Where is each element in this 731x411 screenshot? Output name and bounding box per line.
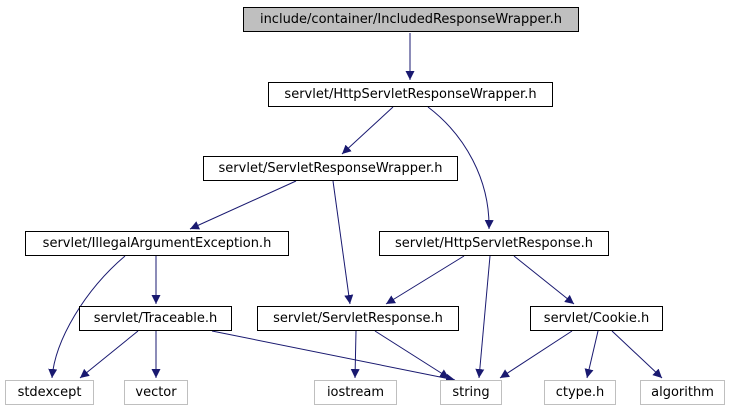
node-algorithm: algorithm <box>640 380 725 405</box>
edge-httpservletresponse-to-servletresponse <box>385 255 465 305</box>
edge-cookie-to-ctype <box>584 330 599 379</box>
node-iostream: iostream <box>314 380 397 405</box>
node-included-response-wrapper: include/container/IncludedResponseWrappe… <box>243 7 579 32</box>
edge-httpservletresponse-to-cookie <box>513 255 575 305</box>
node-http-servlet-response[interactable]: servlet/HttpServletResponse.h <box>379 231 609 256</box>
node-http-servlet-response-wrapper[interactable]: servlet/HttpServletResponseWrapper.h <box>268 82 553 107</box>
node-string: string <box>440 380 502 405</box>
node-traceable[interactable]: servlet/Traceable.h <box>79 306 232 331</box>
edge-cookie-to-algorithm <box>611 330 663 379</box>
node-ctype: ctype.h <box>544 380 616 405</box>
node-cookie[interactable]: servlet/Cookie.h <box>530 306 663 331</box>
edge-servletresponse-to-string <box>374 330 450 379</box>
edge-servletresponsewrapper-to-servletresponse <box>332 180 354 305</box>
edge-httpservletresponsewrapper-to-httpservletresponse <box>427 106 494 230</box>
edge-httpservletresponsewrapper-to-servletresponsewrapper <box>341 106 394 155</box>
edge-cookie-to-string <box>499 330 573 379</box>
node-vector: vector <box>124 380 188 405</box>
node-servlet-response[interactable]: servlet/ServletResponse.h <box>257 306 459 331</box>
edge-traceable-to-string <box>211 330 456 383</box>
edge-traceable-to-stdexcept <box>79 330 139 379</box>
edge-servletresponsewrapper-to-illegalargumentexception <box>189 180 297 230</box>
edge-illegalargumentexception-to-stdexcept <box>48 255 126 379</box>
edge-servletresponse-to-iostream <box>350 330 360 379</box>
node-stdexcept: stdexcept <box>5 380 94 405</box>
node-servlet-response-wrapper[interactable]: servlet/ServletResponseWrapper.h <box>203 156 458 181</box>
node-illegal-argument-exception[interactable]: servlet/IllegalArgumentException.h <box>25 231 289 256</box>
edge-httpservletresponse-to-string <box>475 255 491 379</box>
